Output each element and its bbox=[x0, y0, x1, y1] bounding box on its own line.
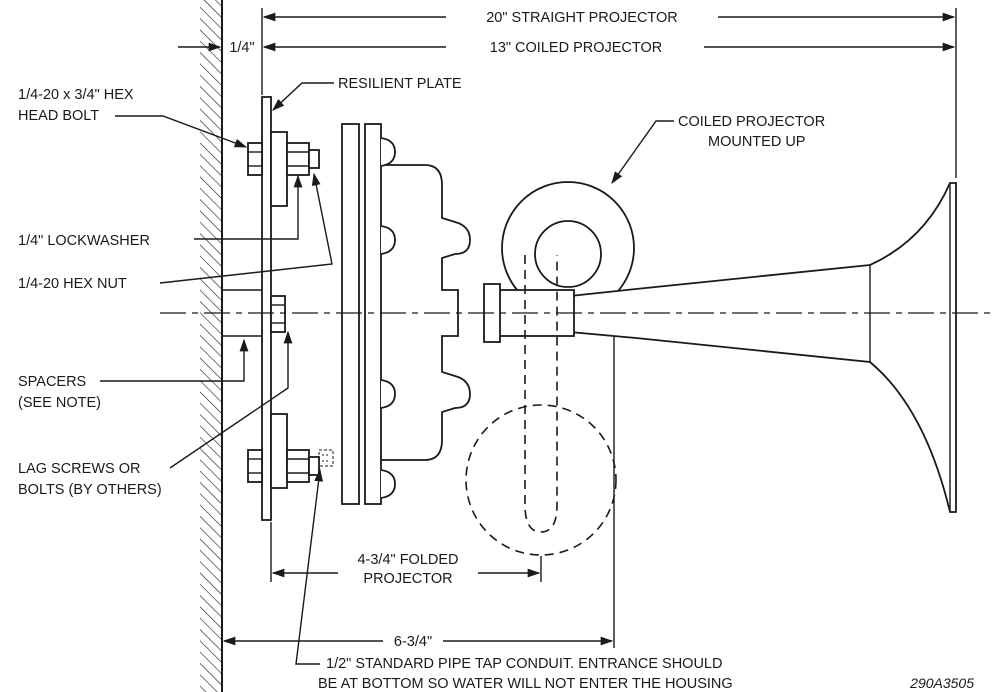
callout-conduit: 1/2" STANDARD PIPE TAP CONDUIT. ENTRANCE… bbox=[295, 468, 733, 692]
conduit-pipe-tap bbox=[318, 449, 334, 467]
label-conduit-2: BE AT BOTTOM SO WATER WILL NOT ENTER THE… bbox=[318, 676, 733, 692]
callout-coiled-mounted: COILED PROJECTOR MOUNTED UP bbox=[611, 114, 825, 185]
dim-folded-label-2: PROJECTOR bbox=[363, 571, 452, 587]
callout-spacers: SPACERS (SEE NOTE) bbox=[18, 338, 249, 411]
extension-lines bbox=[221, 8, 957, 648]
label-resilient-plate: RESILIENT PLATE bbox=[338, 76, 462, 92]
dim-straight-label: 20" STRAIGHT PROJECTOR bbox=[486, 10, 678, 26]
callout-hex-bolt: 1/4-20 x 3/4" HEX HEAD BOLT bbox=[18, 87, 248, 148]
label-conduit-1: 1/2" STANDARD PIPE TAP CONDUIT. ENTRANCE… bbox=[326, 656, 722, 672]
spacers bbox=[222, 289, 262, 337]
dim-wall-gap-label: 1/4" bbox=[229, 40, 254, 56]
dim-folded-label-1: 4-3/4" FOLDED bbox=[357, 552, 458, 568]
dim-overall-depth: 6-3/4" bbox=[222, 634, 614, 650]
straight-projector bbox=[569, 182, 957, 513]
label-hex-bolt-2: HEAD BOLT bbox=[18, 108, 99, 124]
callout-lag-screws: LAG SCREWS OR BOLTS (BY OTHERS) bbox=[18, 330, 293, 498]
top-bolt-assembly bbox=[247, 131, 320, 207]
callout-hex-nut: 1/4-20 HEX NUT bbox=[18, 172, 333, 292]
label-hex-bolt-1: 1/4-20 x 3/4" HEX bbox=[18, 87, 134, 103]
label-coiled-mounted-2: MOUNTED UP bbox=[708, 134, 805, 150]
resilient-plate bbox=[261, 96, 272, 521]
dim-coiled-label: 13" COILED PROJECTOR bbox=[490, 40, 662, 56]
label-spacers-1: SPACERS bbox=[18, 374, 86, 390]
dim-overall-label: 6-3/4" bbox=[394, 634, 432, 650]
dim-straight-projector: 20" STRAIGHT PROJECTOR bbox=[262, 10, 956, 26]
callout-lockwasher: 1/4" LOCKWASHER bbox=[18, 174, 303, 249]
middle-lag-screw bbox=[270, 295, 286, 333]
mounting-wall bbox=[200, 0, 223, 692]
label-lag-screws-1: LAG SCREWS OR bbox=[18, 461, 140, 477]
label-spacers-2: (SEE NOTE) bbox=[18, 395, 101, 411]
drawing-number: 290A3505 bbox=[909, 675, 974, 691]
label-lag-screws-2: BOLTS (BY OTHERS) bbox=[18, 482, 162, 498]
horn-housing bbox=[341, 123, 471, 505]
coiled-projector-down-dashed bbox=[465, 255, 617, 556]
callout-resilient-plate: RESILIENT PLATE bbox=[272, 76, 462, 111]
label-hex-nut: 1/4-20 HEX NUT bbox=[18, 276, 127, 292]
label-coiled-mounted-1: COILED PROJECTOR bbox=[678, 114, 825, 130]
coiled-projector-up bbox=[501, 181, 635, 315]
dim-folded-projector: 4-3/4" FOLDED PROJECTOR bbox=[271, 552, 541, 587]
bottom-bolt-assembly bbox=[247, 413, 320, 489]
dim-wall-gap: 1/4" bbox=[178, 40, 255, 56]
label-lockwasher: 1/4" LOCKWASHER bbox=[18, 233, 150, 249]
dim-coiled-projector: 13" COILED PROJECTOR bbox=[262, 40, 956, 56]
